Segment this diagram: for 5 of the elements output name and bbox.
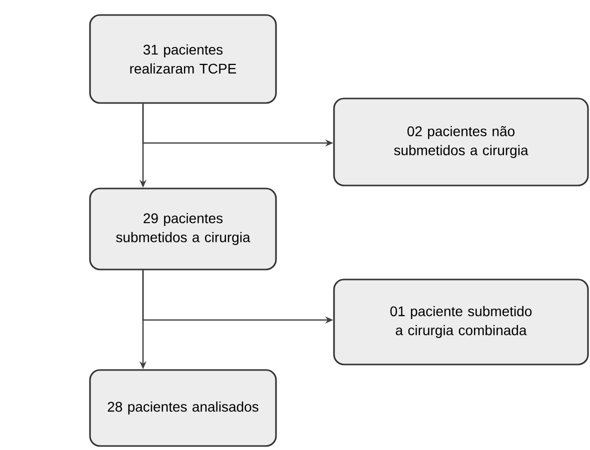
process-box: 28 pacientes analisados — [89, 369, 277, 447]
process-box: 02 pacientes não submetidos a cirurgia — [333, 98, 589, 186]
process-box: 31 pacientes realizaram TCPE — [89, 14, 277, 104]
process-box: 29 pacientes submetidos a cirurgia — [89, 188, 277, 270]
process-box: 01 paciente submetido a cirurgia combinada — [333, 278, 589, 366]
